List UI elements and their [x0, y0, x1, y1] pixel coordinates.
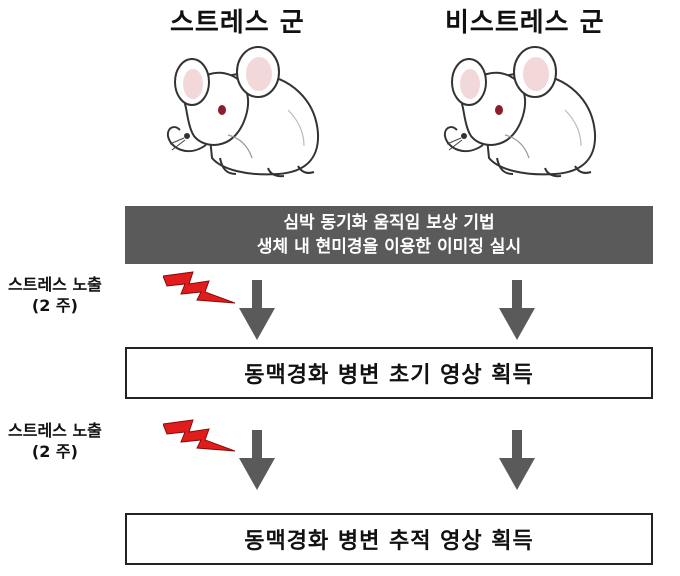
stress-exposure-duration: (2 주): [31, 442, 78, 461]
down-arrow-icon: [497, 430, 537, 490]
lightning-bolt-icon: [163, 270, 235, 308]
imaging-method-line-1: 심박 동기화 움직임 보상 기법: [283, 213, 495, 233]
tracking-imaging-stage-text: 동맥경화 병변 추적 영상 획득: [244, 529, 534, 554]
initial-imaging-stage-text: 동맥경화 병변 초기 영상 획득: [244, 363, 534, 388]
stress-group-title: 스트레스 군: [170, 8, 305, 38]
stress-exposure-text: 스트레스 노출: [8, 275, 102, 294]
stress-exposure-text: 스트레스 노출: [8, 421, 102, 440]
imaging-method-box: 심박 동기화 움직임 보상 기법 생체 내 현미경을 이용한 이미징 실시: [125, 206, 653, 264]
down-arrow-icon: [497, 280, 537, 340]
nonstress-group-title: 비스트레스 군: [445, 8, 605, 38]
stress-exposure-duration: (2 주): [31, 296, 78, 315]
down-arrow-icon: [237, 280, 277, 340]
initial-imaging-stage-box: 동맥경화 병변 초기 영상 획득: [125, 347, 653, 399]
mouse-icon: [148, 40, 323, 180]
mouse-icon: [425, 40, 600, 180]
lightning-bolt-icon: [163, 418, 235, 456]
stress-exposure-label: 스트레스 노출 (2 주): [8, 274, 102, 316]
imaging-method-line-2: 생체 내 현미경을 이용한 이미징 실시: [256, 237, 522, 257]
stress-exposure-label: 스트레스 노출 (2 주): [8, 420, 102, 462]
down-arrow-icon: [237, 430, 277, 490]
tracking-imaging-stage-box: 동맥경화 병변 추적 영상 획득: [125, 513, 653, 565]
